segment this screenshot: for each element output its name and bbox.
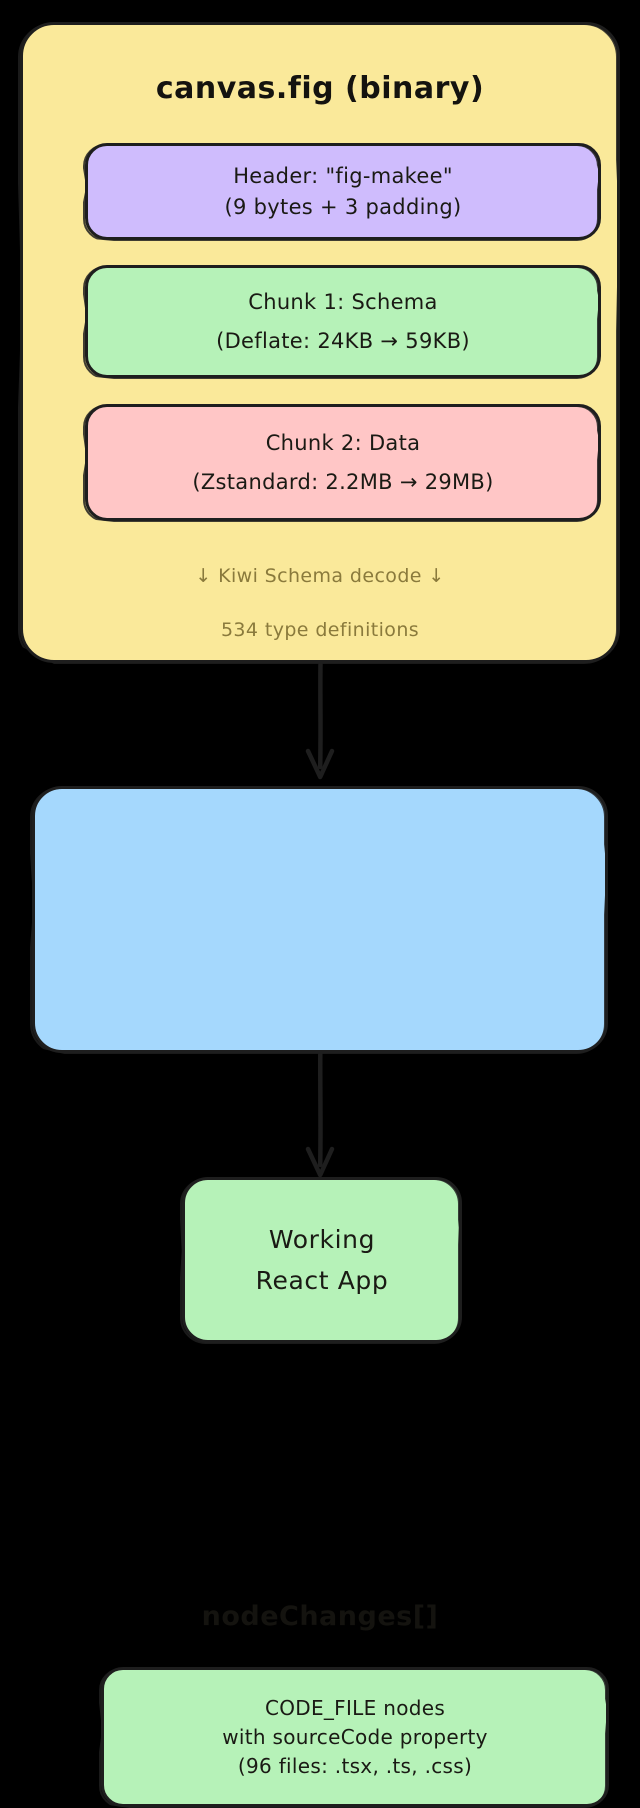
chunk2-data-node[interactable]: Chunk 2: Data (Zstandard: 2.2MB → 29MB) — [85, 404, 601, 521]
kiwi-schema-decode-note: ↓ Kiwi Schema decode ↓ — [195, 565, 445, 587]
fig-container-node[interactable]: canvas.fig (binary) Header: "fig-makee" … — [20, 22, 620, 663]
working-react-app-node[interactable]: Working React App — [182, 1177, 462, 1343]
type-definitions-note: 534 type definitions — [220, 619, 420, 641]
fig-container-title: canvas.fig (binary) — [155, 71, 485, 106]
code-file-line-1: CODE_FILE nodes — [264, 1695, 446, 1720]
arrow-nodechanges-to-app-icon — [296, 1051, 344, 1185]
working-app-line-2: React App — [255, 1266, 389, 1295]
code-file-line-2: with sourceCode property — [222, 1724, 488, 1749]
nodechanges-container-node[interactable]: nodeChanges[] CODE_FILE nodes with sourc… — [32, 786, 609, 1807]
working-app-line-1: Working — [268, 1225, 376, 1254]
code-file-nodes-node[interactable]: CODE_FILE nodes with sourceCode property… — [101, 1667, 609, 1807]
arrow-fig-to-nodechanges-icon — [296, 661, 344, 791]
chunk1-schema-node[interactable]: Chunk 1: Schema (Deflate: 24KB → 59KB) — [85, 265, 601, 378]
nodechanges-title: nodeChanges[] — [201, 1601, 439, 1632]
header-chunk-node[interactable]: Header: "fig-makee" (9 bytes + 3 padding… — [85, 143, 601, 240]
chunk2-line-1: Chunk 2: Data — [265, 430, 421, 455]
code-file-line-3: (96 files: .tsx, .ts, .css) — [237, 1753, 473, 1778]
chunk1-line-2: (Deflate: 24KB → 59KB) — [216, 328, 470, 353]
header-chunk-line-2: (9 bytes + 3 padding) — [224, 194, 462, 219]
header-chunk-line-1: Header: "fig-makee" — [233, 163, 453, 188]
chunk2-line-2: (Zstandard: 2.2MB → 29MB) — [192, 469, 494, 494]
chunk1-line-1: Chunk 1: Schema — [248, 289, 438, 314]
diagram-canvas: canvas.fig (binary) Header: "fig-makee" … — [0, 0, 640, 1366]
